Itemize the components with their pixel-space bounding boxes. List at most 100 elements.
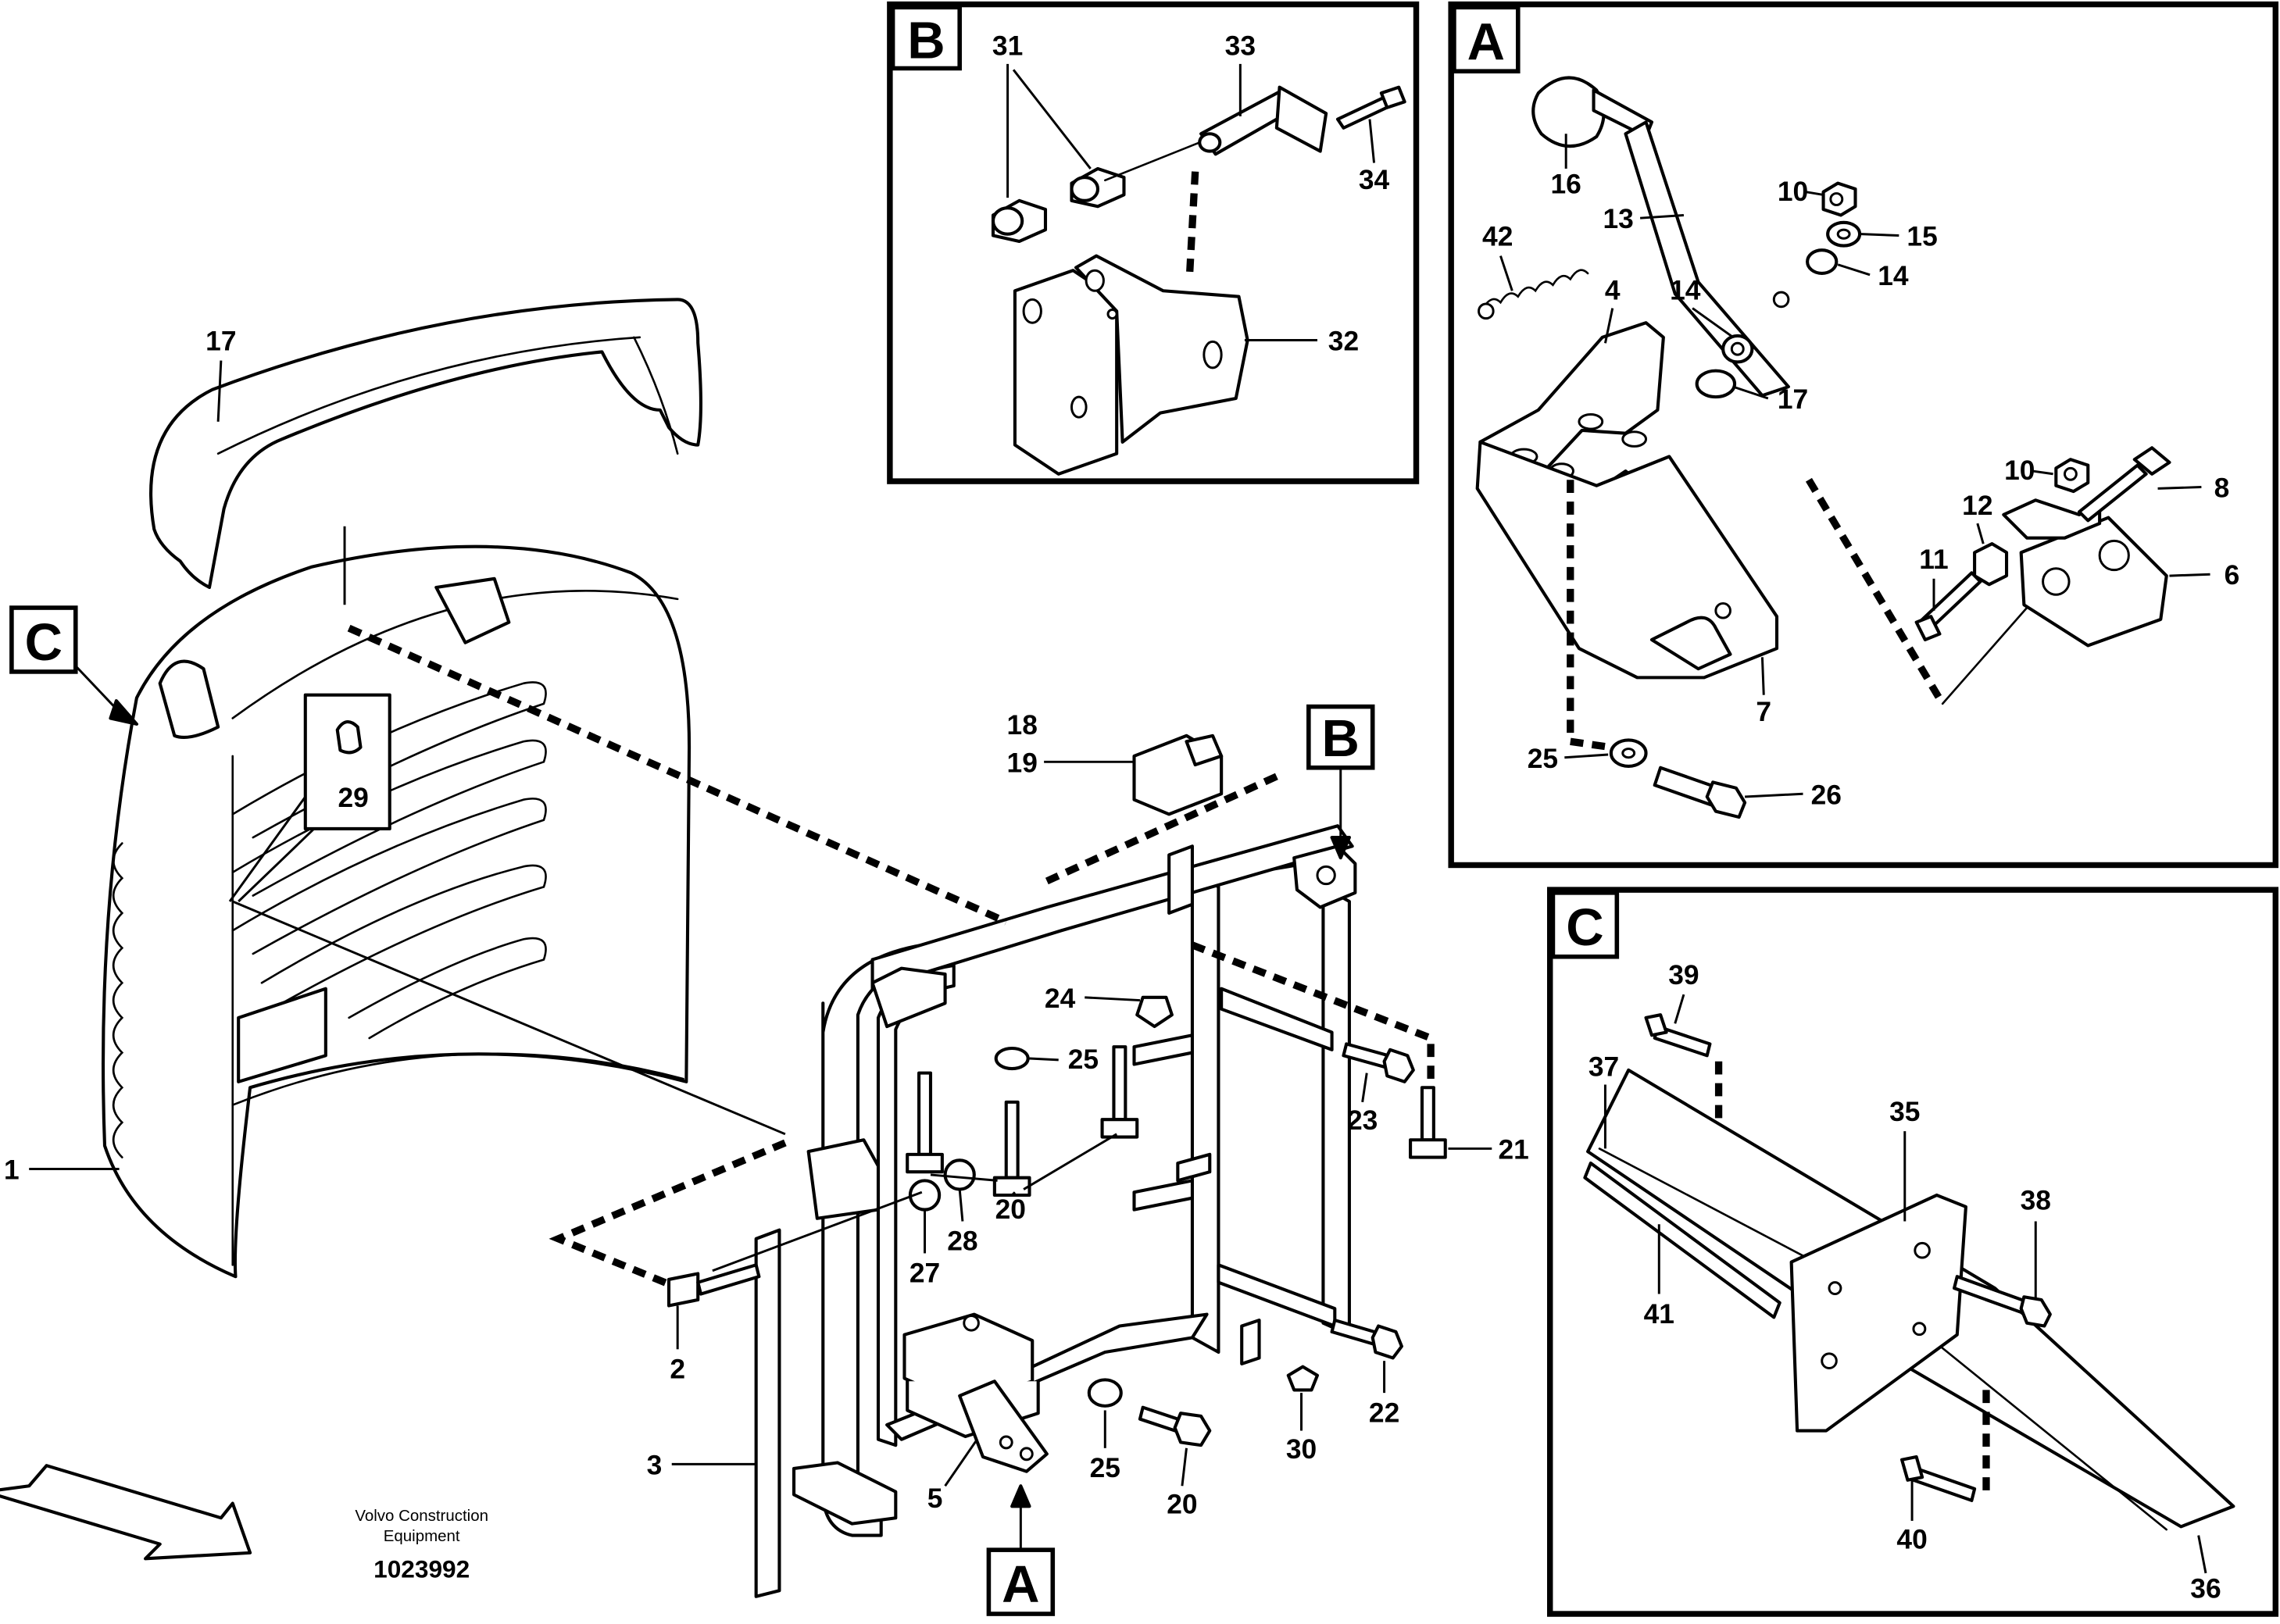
callout-23: 23: [1347, 1105, 1378, 1136]
leader-11: [1976, 523, 1985, 544]
detail-tag-a: A: [1467, 12, 1505, 71]
callout-25-main: 25: [1068, 1044, 1099, 1075]
leader-12: [1639, 213, 1685, 220]
part-front-shell: [101, 544, 692, 1279]
part-plug-29: [335, 720, 363, 755]
detail-a-drawing: [1475, 76, 2171, 819]
leader-25-a: [1564, 753, 1609, 759]
callout-6: 6: [2225, 560, 2240, 591]
direction-arrow: [0, 1464, 252, 1561]
leader-20-a: [930, 1133, 1117, 1197]
callout-24: 24: [1045, 983, 1076, 1014]
callout-34: 34: [1359, 165, 1390, 195]
callout-28: 28: [947, 1226, 977, 1257]
detail-b-drawing: [991, 85, 1406, 476]
callout-21: 21: [1499, 1134, 1529, 1165]
leader-31: [1006, 63, 1092, 198]
leader-4: [1603, 308, 1614, 344]
part-latch-assembly: [902, 1312, 1049, 1473]
detail-frame-c: [1546, 887, 2279, 1617]
callout-20-a: 20: [995, 1194, 1026, 1225]
main-dashed-paths: [347, 624, 1435, 1289]
detail-ref-c: C: [25, 613, 63, 672]
leader-frame-misc: [232, 900, 786, 1136]
detail-frame-a: [1448, 1, 2279, 869]
callout-32: 32: [1328, 327, 1359, 357]
callout-25-a: 25: [1528, 744, 1558, 774]
callout-13-right: 14: [1878, 261, 1909, 291]
leader-9-upper: [1805, 191, 1824, 196]
callout-35: 35: [1889, 1097, 1920, 1127]
callout-36: 36: [2190, 1574, 2221, 1604]
leader-34: [1368, 119, 1376, 163]
callout-25-bottom: 25: [1090, 1453, 1120, 1483]
leader-29-box: [228, 796, 315, 903]
callout-20-b: 20: [1167, 1490, 1197, 1520]
callout-37: 37: [1588, 1051, 1619, 1082]
callout-7: 7: [1756, 697, 1771, 727]
credit-line-1: Volvo Construction: [355, 1507, 488, 1525]
callout-11: 12: [1962, 491, 1992, 521]
detail-ref-b: B: [1322, 709, 1360, 768]
leader-frame-27-28: [712, 1190, 923, 1272]
arrowhead-ref-c: [109, 699, 138, 726]
leader-6: [2169, 573, 2210, 577]
detail-ref-box-b: [1306, 704, 1375, 770]
leader-42: [1499, 255, 1513, 291]
detail-tag-box-a: [1452, 5, 1521, 73]
leader-23: [1361, 1073, 1368, 1103]
callout-22: 22: [1369, 1397, 1399, 1428]
leader-36: [2197, 1535, 2207, 1574]
leader-20-b: [1181, 1447, 1188, 1487]
callout-31: 31: [992, 31, 1023, 62]
callout-40: 40: [1896, 1524, 1927, 1554]
callout-9-upper: 10: [1778, 177, 1808, 207]
detail-ref-box-c: [9, 605, 78, 674]
callout-14: 15: [1907, 222, 1937, 252]
detail-tag-box-b: [890, 5, 962, 71]
callout-8: 8: [2214, 473, 2230, 504]
callout-9-lower: 10: [2004, 455, 2035, 486]
callout-10: 11: [1919, 544, 1948, 575]
callout-42: 42: [1482, 222, 1513, 252]
callout-1: 1: [4, 1155, 20, 1186]
leader-9-lower: [2032, 469, 2053, 476]
leader-24: [1085, 996, 1141, 1002]
callout-39: 39: [1668, 960, 1699, 990]
detail-tag-box-c: [1550, 891, 1620, 959]
detail-c-drawing: [1583, 1013, 2235, 1531]
leader-13-right: [1837, 263, 1871, 277]
leader-13-left: [1692, 307, 1735, 339]
callout-4: 4: [1605, 275, 1621, 305]
leader-25-main: [1029, 1057, 1059, 1062]
detail-frame-b: [887, 1, 1420, 484]
leader-26: [1745, 792, 1803, 798]
callout-38: 38: [2021, 1186, 2051, 1216]
leader-8: [2157, 486, 2202, 490]
leader-7: [1760, 657, 1765, 695]
detail-tag-b: B: [907, 11, 945, 70]
document-number: 1023992: [373, 1555, 470, 1583]
leader-28: [958, 1189, 964, 1222]
leader-39: [1674, 994, 1685, 1024]
leader-17: [216, 360, 223, 422]
part-vertical-strip: [754, 1228, 781, 1598]
callout-30: 30: [1286, 1434, 1317, 1465]
leader-14: [1860, 233, 1899, 237]
arrowhead-ref-a: [1010, 1484, 1031, 1508]
part-main-fasteners: [666, 733, 1447, 1447]
leader-16: [1732, 385, 1769, 400]
credit-line-2: Equipment: [384, 1527, 460, 1545]
callout-13-left: 14: [1670, 275, 1701, 305]
callout-29: 29: [338, 783, 369, 813]
callout-19: 19: [1007, 748, 1038, 778]
callout-12: 13: [1603, 204, 1634, 234]
part-main-frame: [792, 824, 1357, 1537]
callout-16: 17: [1778, 384, 1808, 415]
callout-18: 18: [1007, 710, 1038, 741]
callout-2: 2: [670, 1355, 685, 1385]
callout-41: 41: [1644, 1299, 1674, 1330]
arrowhead-ref-b: [1330, 836, 1351, 860]
detail-ref-a: A: [1002, 1555, 1039, 1614]
